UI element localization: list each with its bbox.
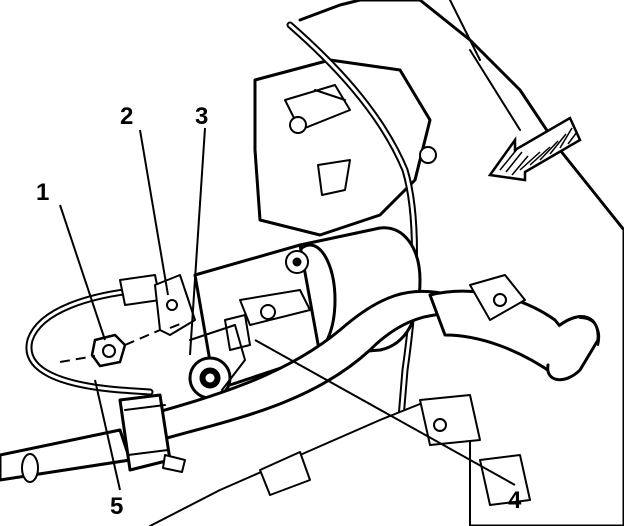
leader-line-4 [254,339,516,486]
callout-3: 3 [195,103,208,130]
alignment-dashed-line [59,321,186,363]
leader-line-1 [59,204,106,341]
heater-hose-right [428,274,600,381]
upper-bracket [253,58,432,237]
leader-line-5 [94,379,121,491]
front-direction-arrow-icon [487,116,582,182]
solenoid-terminal [188,324,246,400]
terminal-bracket [154,274,196,336]
battery-cable [25,274,161,396]
callout-2: 2 [120,103,133,130]
leader-lines [59,127,516,491]
leader-line-2 [139,129,169,296]
lower-hose-clamp [118,393,186,473]
callout-1: 1 [36,179,49,206]
leader-line-3 [189,127,206,356]
terminal-nut [90,333,127,368]
callout-4: 4 [508,487,522,514]
callout-5: 5 [110,493,123,520]
